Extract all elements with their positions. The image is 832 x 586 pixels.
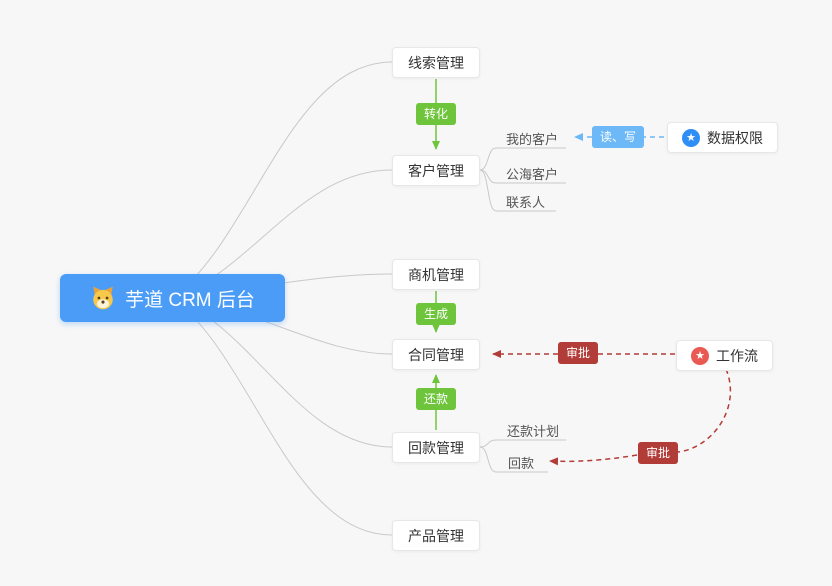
root-node-crm-backend[interactable]: 芋道 CRM 后台 [60, 274, 285, 322]
node-label: 工作流 [716, 347, 758, 364]
node-data-permission[interactable]: ★ 数据权限 [667, 122, 778, 153]
edge-label-read-write: 读、写 [591, 126, 645, 148]
node-product-management[interactable]: 产品管理 [392, 520, 480, 551]
node-leads-management[interactable]: 线索管理 [392, 47, 480, 78]
edge-root-leads [171, 61, 393, 299]
edge-label-convert: 转化 [415, 103, 457, 125]
node-workflow[interactable]: ★ 工作流 [676, 340, 773, 371]
subnode-repayment[interactable]: 回款 [508, 456, 535, 471]
edge-approve-repayment-arrow [549, 454, 638, 466]
star-icon: ★ [682, 128, 700, 147]
edge-label-repay: 还款 [415, 388, 457, 410]
node-customer-management[interactable]: 客户管理 [392, 155, 480, 186]
node-receivable-management[interactable]: 回款管理 [392, 432, 480, 463]
edge-root-product [171, 297, 393, 536]
node-label: 商机管理 [408, 266, 464, 283]
edge-receivable-plan [479, 439, 566, 448]
root-node-label: 芋道 CRM 后台 [125, 289, 255, 311]
node-contract-management[interactable]: 合同管理 [392, 339, 480, 370]
dog-mascot-icon [90, 285, 116, 311]
edge-label-generate: 生成 [415, 303, 457, 325]
subnode-contacts[interactable]: 联系人 [506, 195, 546, 210]
node-label: 回款管理 [408, 439, 464, 456]
node-opportunity-management[interactable]: 商机管理 [392, 259, 480, 290]
edge-label-approve-contract: 审批 [557, 342, 599, 364]
edge-receivable-repayment [479, 446, 548, 473]
node-label: 产品管理 [408, 527, 464, 544]
subnode-my-customers[interactable]: 我的客户 [506, 132, 559, 147]
node-label: 合同管理 [408, 346, 464, 363]
node-label: 客户管理 [408, 162, 464, 179]
edge-customers-my [479, 147, 566, 171]
node-label: 线索管理 [408, 54, 464, 71]
subnode-repayment-plan[interactable]: 还款计划 [507, 424, 560, 439]
edge-customers-contacts [479, 169, 556, 212]
subnode-public-customers[interactable]: 公海客户 [506, 167, 559, 182]
star-icon: ★ [691, 346, 709, 365]
node-label: 数据权限 [707, 129, 763, 146]
edge-customers-public [479, 169, 566, 184]
edge-workflow-receivable-curve [677, 368, 732, 453]
edge-label-approve-receivable: 审批 [637, 442, 679, 464]
